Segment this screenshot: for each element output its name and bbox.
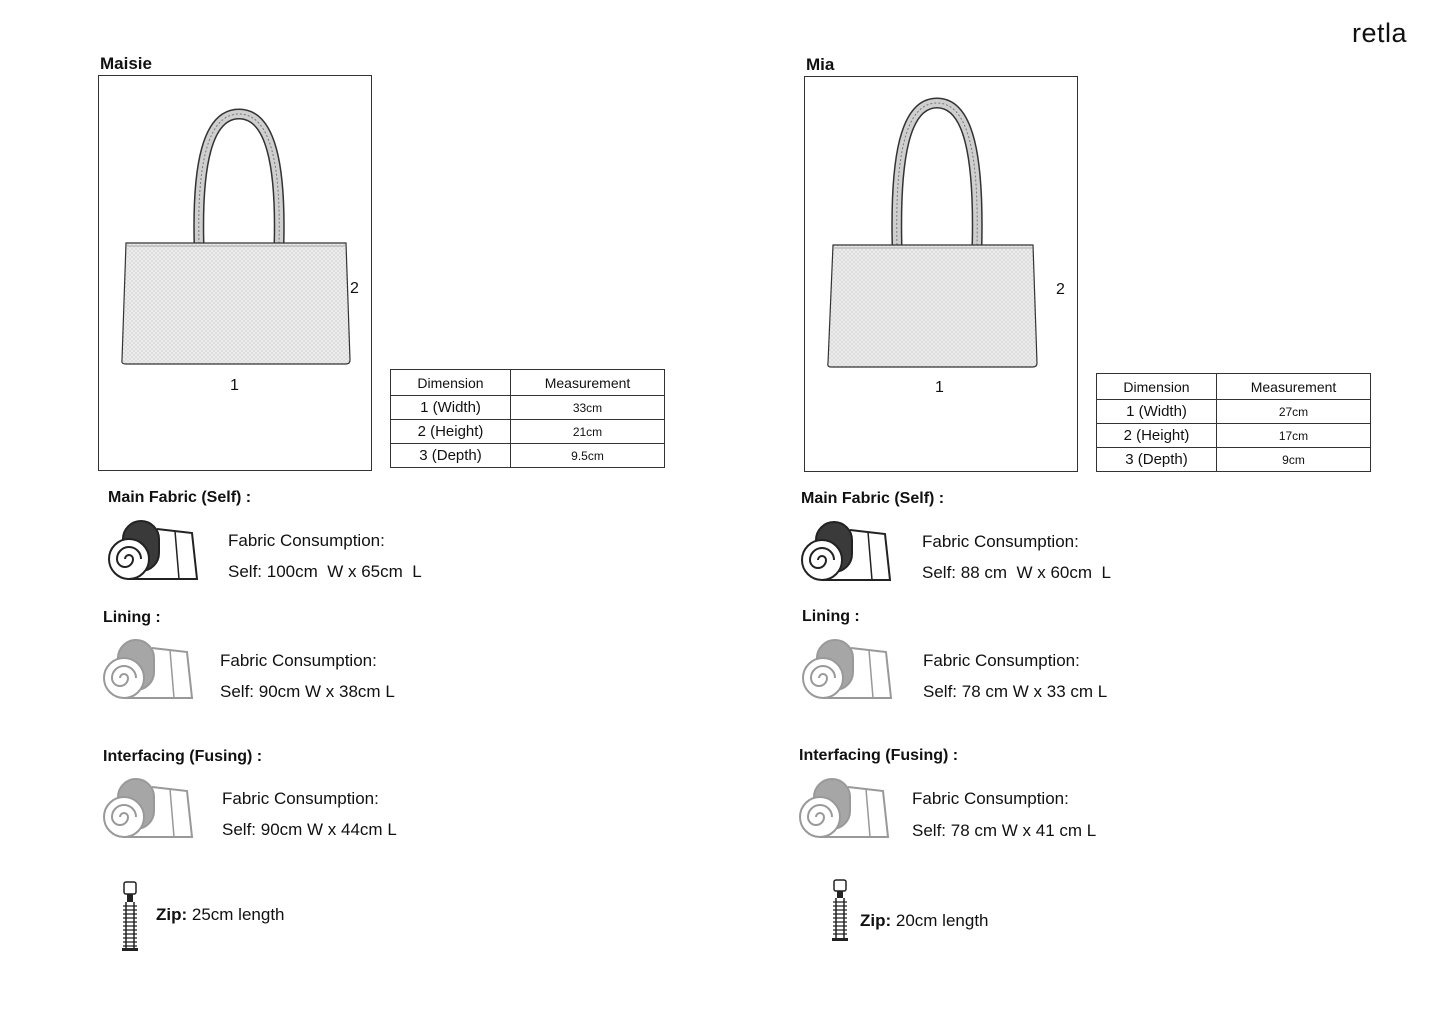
dimension-cell: 1 (Width) xyxy=(390,395,511,420)
table-row: 2 (Height) 21cm xyxy=(390,419,665,444)
table-row: 2 (Height) 17cm xyxy=(1096,423,1371,448)
zip-spec-mia: Zip: 20cm length xyxy=(860,911,989,931)
height-marker: 2 xyxy=(1056,281,1065,298)
fabric-roll-light-icon xyxy=(103,778,194,838)
dimension-header: Dimension xyxy=(390,369,511,396)
interfacing-title: Interfacing (Fusing) : xyxy=(103,748,263,765)
product-name-maisie: Maisie xyxy=(100,54,152,73)
dimension-table-maisie: Dimension Measurement 1 (Width) 33cm 2 (… xyxy=(390,369,665,468)
dimension-cell: 3 (Depth) xyxy=(390,443,511,468)
zip-label: Zip: xyxy=(156,905,188,924)
bag-sketch-maisie xyxy=(121,108,351,365)
zipper-icon xyxy=(122,881,138,951)
measurement-cell: 9cm xyxy=(1216,447,1371,472)
dimension-cell: 2 (Height) xyxy=(1096,423,1217,448)
main-fabric-title: Main Fabric (Self) : xyxy=(801,490,945,507)
interfacing-title: Interfacing (Fusing) : xyxy=(799,747,959,764)
bag-sketch-frame-maisie: 2 1 xyxy=(98,75,372,471)
bag-sketch-mia xyxy=(827,97,1038,368)
interfacing-consumption-label: Fabric Consumption: xyxy=(912,789,1069,808)
lining-consumption-label: Fabric Consumption: xyxy=(220,651,377,670)
measurement-header: Measurement xyxy=(1216,373,1371,400)
interfacing-consumption-label: Fabric Consumption: xyxy=(222,789,379,808)
fabric-roll-dark-icon xyxy=(801,521,892,581)
measurement-cell: 17cm xyxy=(1216,423,1371,448)
dimension-cell: 3 (Depth) xyxy=(1096,447,1217,472)
zip-spec-maisie: Zip: 25cm length xyxy=(156,905,285,925)
zip-label: Zip: xyxy=(860,911,892,930)
dimension-cell: 1 (Width) xyxy=(1096,399,1217,424)
main-fabric-consumption-label: Fabric Consumption: xyxy=(922,532,1079,551)
brand-logo: retla xyxy=(1352,18,1408,48)
height-marker: 2 xyxy=(350,280,359,297)
lining-consumption-label: Fabric Consumption: xyxy=(923,651,1080,670)
zipper-icon xyxy=(832,879,848,941)
fabric-roll-light-icon xyxy=(799,778,890,838)
measurement-cell: 33cm xyxy=(510,395,665,420)
width-marker: 1 xyxy=(230,377,239,394)
fabric-roll-dark-icon xyxy=(108,520,199,580)
dimension-table-mia: Dimension Measurement 1 (Width) 27cm 2 (… xyxy=(1096,373,1371,472)
bag-sketch-frame-mia: 2 1 xyxy=(804,76,1078,472)
interfacing-consumption-value: Self: 78 cm W x 41 cm L xyxy=(912,821,1097,840)
fabric-roll-light-icon xyxy=(802,639,893,699)
table-row: 1 (Width) 27cm xyxy=(1096,399,1371,424)
product-name-mia: Mia xyxy=(806,55,835,74)
measurement-header: Measurement xyxy=(510,369,665,396)
dimension-header: Dimension xyxy=(1096,373,1217,400)
main-fabric-title: Main Fabric (Self) : xyxy=(108,489,252,506)
fabric-roll-light-icon xyxy=(103,639,194,699)
measurement-cell: 9.5cm xyxy=(510,443,665,468)
zip-length: 25cm length xyxy=(191,905,285,924)
main-fabric-consumption-label: Fabric Consumption: xyxy=(228,531,385,550)
table-row: 3 (Depth) 9cm xyxy=(1096,447,1371,472)
lining-title: Lining : xyxy=(802,608,860,625)
table-row: 1 (Width) 33cm xyxy=(390,395,665,420)
table-row: 3 (Depth) 9.5cm xyxy=(390,443,665,468)
lining-consumption-value: Self: 78 cm W x 33 cm L xyxy=(923,682,1108,701)
main-fabric-consumption-value: Self: 88 cm W x 60cm L xyxy=(922,563,1111,582)
interfacing-consumption-value: Self: 90cm W x 44cm L xyxy=(222,820,397,839)
main-fabric-consumption-value: Self: 100cm W x 65cm L xyxy=(228,562,422,581)
measurement-cell: 27cm xyxy=(1216,399,1371,424)
measurement-cell: 21cm xyxy=(510,419,665,444)
lining-consumption-value: Self: 90cm W x 38cm L xyxy=(220,682,395,701)
width-marker: 1 xyxy=(935,379,944,396)
dimension-cell: 2 (Height) xyxy=(390,419,511,444)
lining-title: Lining : xyxy=(103,609,161,626)
zip-length: 20cm length xyxy=(895,911,989,930)
